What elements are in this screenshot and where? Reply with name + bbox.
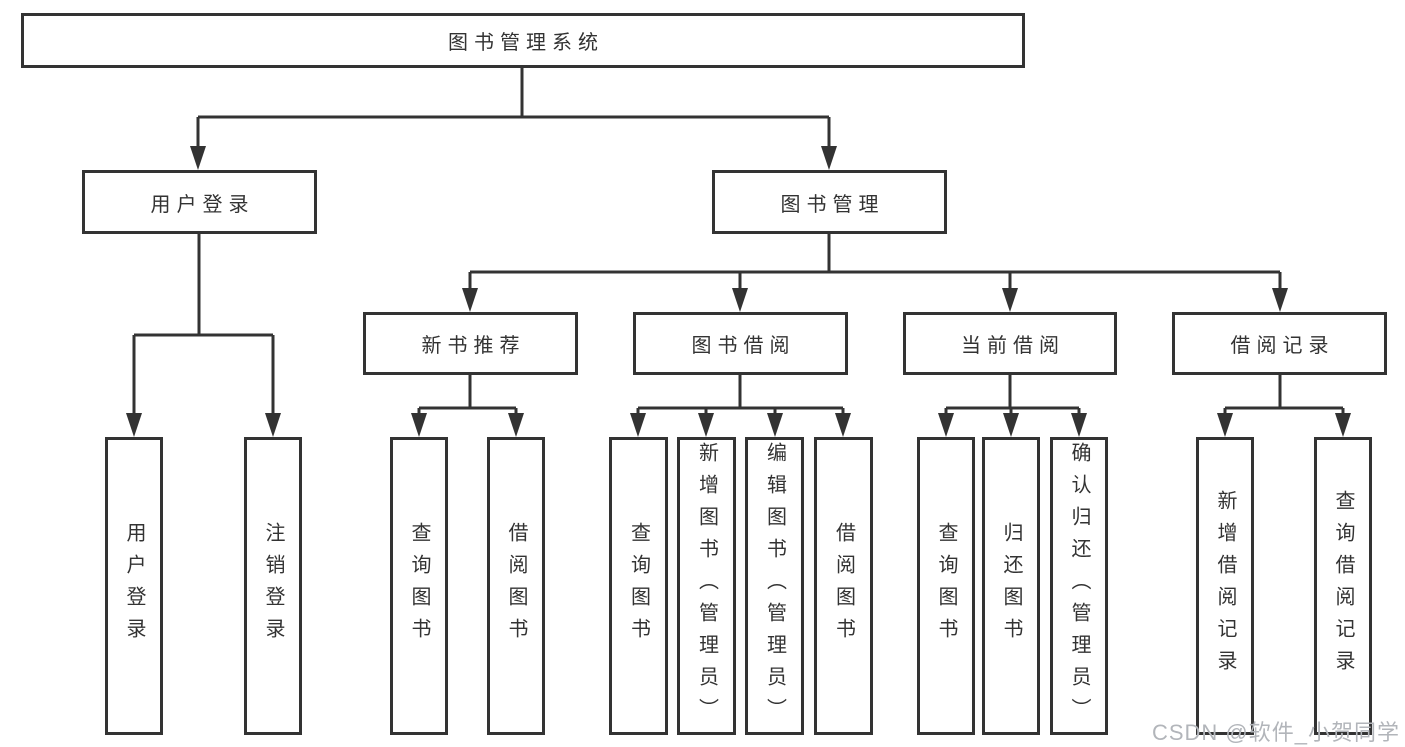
arrowhead-down-icon: [938, 413, 1087, 437]
connector-new-book-rec-to-leaves: [411, 375, 524, 437]
leaf-query-books-current-label: 查询图书: [935, 522, 957, 650]
leaf-query-books-borrow-label: 查询图书: [627, 522, 650, 650]
csdn-watermark: CSDN @软件_小贺同学: [1151, 720, 1400, 745]
arrowhead-down-icon: [190, 146, 837, 170]
leaf-borrow-books-label: 借阅图书: [832, 522, 855, 650]
leaf-add-books-admin: 新增图书（管理员）: [677, 437, 736, 735]
leaf-confirm-return-admin: 确认归还（管理员）: [1050, 437, 1108, 735]
node-book-management-label: 图书管理: [780, 193, 885, 216]
node-book-management: 图书管理: [712, 170, 947, 234]
connector-line: [468, 234, 1282, 290]
leaf-borrow-books-rec-label: 借阅图书: [505, 522, 527, 650]
leaf-query-borrow-record-label: 查询借阅记录: [1332, 490, 1354, 682]
leaf-edit-books-admin: 编辑图书（管理员）: [745, 437, 804, 735]
leaf-logout: 注销登录: [244, 437, 302, 735]
connector-current-borrow-to-leaves: [938, 375, 1087, 437]
leaf-query-books-rec: 查询图书: [390, 437, 448, 735]
arrowhead-down-icon: [1217, 413, 1351, 437]
leaf-return-books: 归还图书: [982, 437, 1040, 735]
connector-line: [944, 375, 1081, 416]
node-current-borrowing-label: 当前借阅: [961, 335, 1065, 357]
node-root: 图书管理系统: [21, 13, 1025, 68]
node-new-book-recommend-label: 新书推荐: [421, 335, 526, 357]
leaf-borrow-books: 借阅图书: [814, 437, 873, 735]
leaf-user-login: 用户登录: [105, 437, 163, 735]
arrowhead-down-icon: [411, 413, 524, 437]
leaf-user-login-label: 用户登录: [123, 522, 145, 650]
leaf-query-borrow-record: 查询借阅记录: [1314, 437, 1372, 735]
leaf-query-books-borrow: 查询图书: [609, 437, 668, 735]
node-root-label: 图书管理系统: [448, 32, 604, 54]
leaf-add-borrow-record: 新增借阅记录: [1196, 437, 1254, 735]
node-user-login: 用户登录: [82, 170, 317, 234]
arrowhead-down-icon: [630, 413, 851, 437]
arrowhead-down-icon: [462, 288, 1288, 312]
connector-book-mgmt-to-level3: [462, 234, 1288, 312]
connector-root-to-branches: [190, 68, 837, 170]
arrowhead-down-icon: [126, 413, 281, 437]
node-user-login-label: 用户登录: [150, 193, 255, 216]
node-new-book-recommend: 新书推荐: [363, 312, 578, 375]
leaf-return-books-label: 归还图书: [1000, 522, 1022, 650]
node-borrowing-records-label: 借阅记录: [1230, 335, 1335, 357]
node-current-borrowing: 当前借阅: [903, 312, 1117, 375]
connector-user-login-to-leaves: [126, 234, 281, 437]
leaf-add-books-admin-label: 新增图书（管理员）: [695, 442, 718, 730]
leaf-add-borrow-record-label: 新增借阅记录: [1214, 490, 1236, 682]
node-book-borrowing-label: 图书借阅: [691, 335, 796, 357]
connector-line: [636, 375, 845, 416]
node-borrowing-records: 借阅记录: [1172, 312, 1387, 375]
leaf-logout-label: 注销登录: [262, 522, 284, 650]
connector-line: [1223, 375, 1345, 416]
leaf-confirm-return-admin-label: 确认归还（管理员）: [1068, 442, 1090, 730]
leaf-edit-books-admin-label: 编辑图书（管理员）: [763, 442, 786, 730]
leaf-borrow-books-rec: 借阅图书: [487, 437, 545, 735]
node-book-borrowing: 图书借阅: [633, 312, 848, 375]
leaf-query-books-rec-label: 查询图书: [408, 522, 430, 650]
connector-line: [196, 68, 831, 148]
connector-line: [417, 375, 518, 416]
connector-borrow-records-to-leaves: [1217, 375, 1351, 437]
leaf-query-books-current: 查询图书: [917, 437, 975, 735]
connector-line: [132, 234, 275, 415]
connector-book-borrow-to-leaves: [630, 375, 851, 437]
